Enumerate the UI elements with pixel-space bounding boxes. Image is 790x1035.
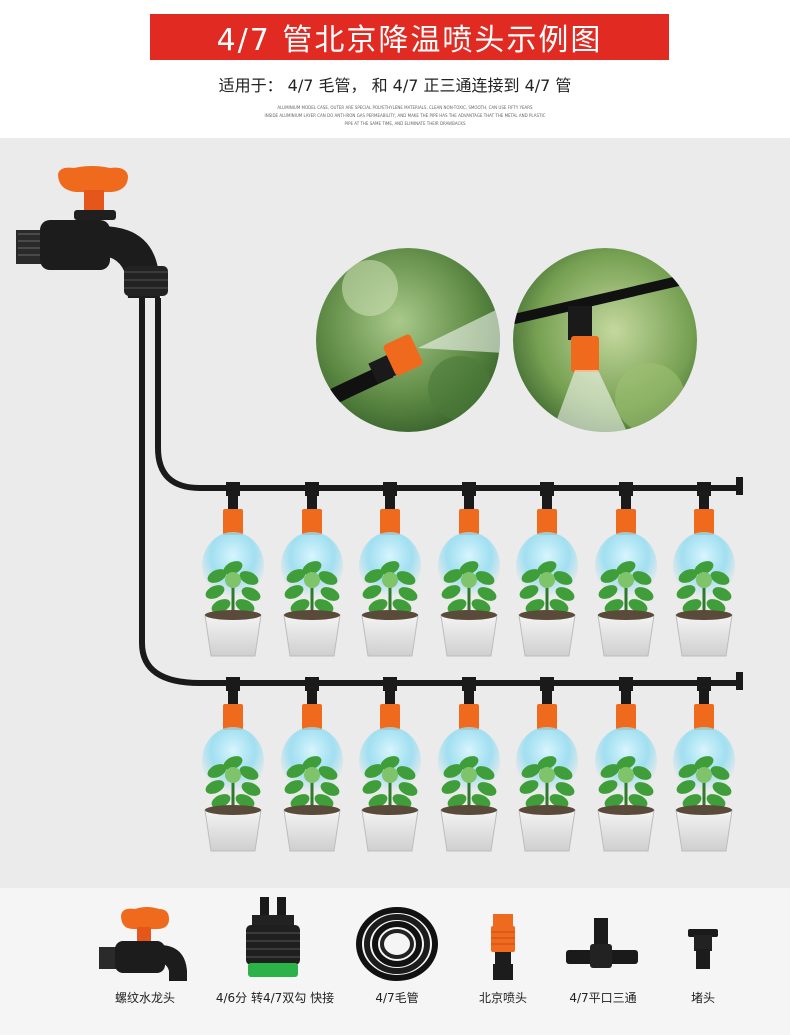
faucet-illustration <box>16 166 168 298</box>
sprayer-row-2 <box>202 677 735 852</box>
sprayer-unit <box>673 677 735 852</box>
sprayer-unit <box>673 482 735 657</box>
nozzle-icon <box>380 509 400 535</box>
plant-icon <box>362 756 418 808</box>
double-hook-connector-icon <box>246 897 300 977</box>
nozzle-icon <box>459 509 479 535</box>
plant-icon <box>676 561 732 613</box>
nozzle-icon <box>616 509 636 535</box>
title-banner: 4/7 管北京降温喷头示例图 <box>150 14 669 60</box>
nozzle-icon <box>537 704 557 730</box>
coiled-tube-icon <box>356 907 438 981</box>
flower-pot <box>675 610 733 657</box>
component-label-tee: 4/7平口三通 <box>569 991 637 1005</box>
flower-pot <box>204 805 262 852</box>
flower-pot <box>204 610 262 657</box>
plant-icon <box>205 561 261 613</box>
flower-pot <box>518 805 576 852</box>
sprayer-unit <box>516 677 578 852</box>
nozzle-icon <box>302 509 322 535</box>
plant-icon <box>441 561 497 613</box>
component-label-plug: 堵头 <box>690 991 716 1005</box>
component-label-tube: 4/7毛管 <box>375 991 419 1005</box>
nozzle-icon <box>223 509 243 535</box>
nozzle-icon <box>694 704 714 730</box>
plant-icon <box>284 756 340 808</box>
plant-icon <box>362 561 418 613</box>
flower-pot <box>440 610 498 657</box>
component-label-connector: 4/6分 转4/7双勾 快接 <box>215 991 335 1005</box>
end-plug-row-1 <box>736 477 743 495</box>
faucet-icon <box>99 907 187 981</box>
flower-pot <box>361 610 419 657</box>
irrigation-diagram <box>16 166 743 852</box>
sprayer-unit <box>281 677 343 852</box>
sprayer-unit <box>359 677 421 852</box>
nozzle-icon <box>380 704 400 730</box>
plant-icon <box>519 756 575 808</box>
plant-icon <box>441 756 497 808</box>
sprayer-unit <box>359 482 421 657</box>
fine-print-line-3: PIPE AT THE SAME TIME, AND ELIMINATE THE… <box>344 121 466 126</box>
nozzle-icon <box>694 509 714 535</box>
flower-pot <box>597 805 655 852</box>
flower-pot <box>361 805 419 852</box>
flower-pot <box>440 805 498 852</box>
sprayer-unit <box>595 677 657 852</box>
tee-connector-icon <box>566 918 638 968</box>
nozzle-icon <box>616 704 636 730</box>
plant-icon <box>676 756 732 808</box>
capillary-tubes <box>139 298 740 686</box>
spray-photo-1 <box>316 248 500 432</box>
page-subtitle: 适用于： 4/7 毛管， 和 4/7 正三通连接到 4/7 管 <box>218 76 572 95</box>
nozzle-icon <box>302 704 322 730</box>
sprayer-row-1 <box>202 482 735 657</box>
spray-photo-2 <box>513 248 697 432</box>
sprayer-unit <box>516 482 578 657</box>
component-label-nozzle: 北京喷头 <box>478 991 528 1005</box>
plant-icon <box>598 756 654 808</box>
sprayer-unit <box>438 677 500 852</box>
beijing-nozzle-icon <box>491 914 515 980</box>
nozzle-icon <box>459 704 479 730</box>
flower-pot <box>518 610 576 657</box>
page-title: 4/7 管北京降温喷头示例图 <box>216 23 603 58</box>
flower-pot <box>283 805 341 852</box>
flower-pot <box>675 805 733 852</box>
nozzle-icon <box>223 704 243 730</box>
end-plug-row-2 <box>736 672 743 690</box>
fine-print-line-1: ALUMINIUM MODEL CASE, OUTER ARE SPECIAL … <box>277 105 533 110</box>
flower-pot <box>283 610 341 657</box>
sprayer-unit <box>595 482 657 657</box>
sprayer-unit <box>281 482 343 657</box>
sprayer-unit <box>438 482 500 657</box>
plant-icon <box>205 756 261 808</box>
sprayer-unit <box>202 482 264 657</box>
flower-pot <box>597 610 655 657</box>
fine-print-line-2: INSIDE ALUMINIUM LAYER CAN DO ANTI-IRON … <box>264 113 546 118</box>
nozzle-icon <box>537 509 557 535</box>
plant-icon <box>284 561 340 613</box>
component-label-faucet: 螺纹水龙头 <box>114 991 176 1005</box>
sprayer-unit <box>202 677 264 852</box>
plant-icon <box>519 561 575 613</box>
plant-icon <box>598 561 654 613</box>
end-plug-icon <box>688 929 718 969</box>
